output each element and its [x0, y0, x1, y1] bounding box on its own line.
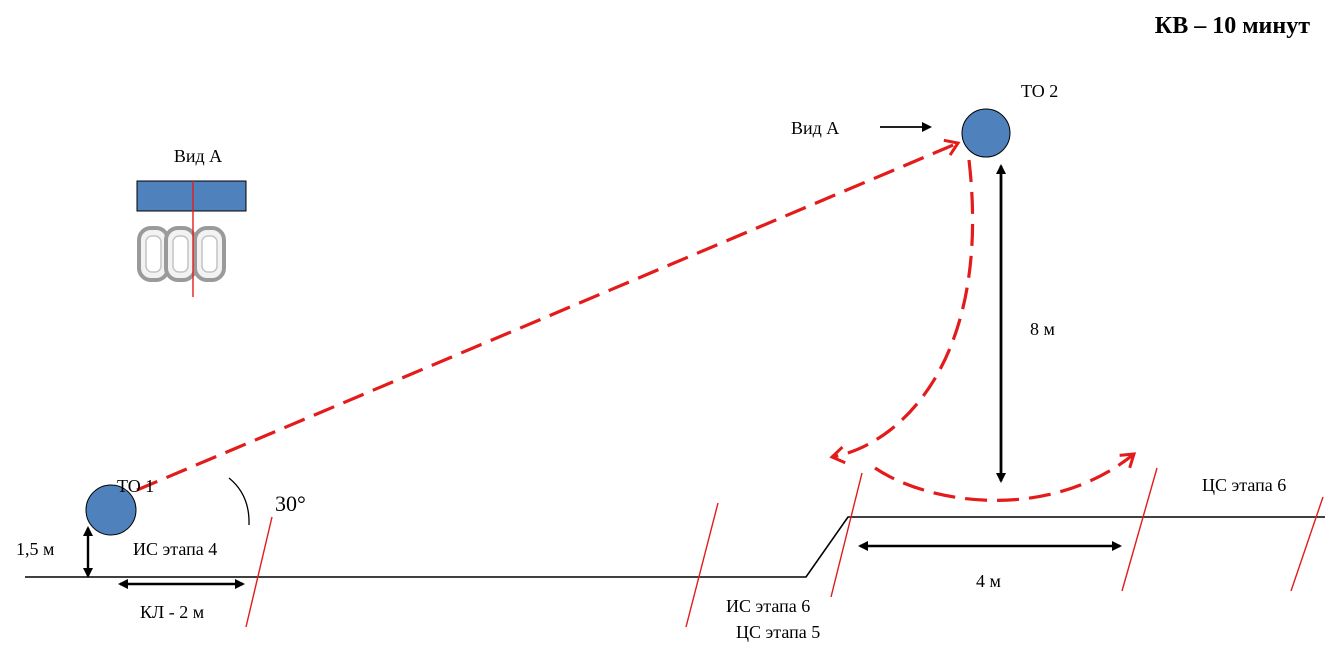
- kl-label: КЛ - 2 м: [140, 602, 204, 622]
- dist-4m-label: 4 м: [976, 571, 1001, 591]
- angle-label: 30°: [275, 491, 306, 516]
- page-title: КВ – 10 минут: [1155, 13, 1310, 39]
- cs-stage6-label: ЦС этапа 6: [1202, 475, 1286, 495]
- height-1-5m-label: 1,5 м: [16, 539, 54, 559]
- view-a-beam: [136, 180, 247, 212]
- carabiners-icon: [137, 226, 226, 282]
- traverse-rope: [136, 138, 961, 492]
- is-stage4-label: ИС этапа 4: [133, 539, 217, 559]
- boundary-is-stage6: [685, 502, 719, 628]
- to1-label: ТО 1: [117, 476, 154, 496]
- boundary-cs-stage6: [1290, 496, 1324, 592]
- angle-arc: [228, 477, 250, 526]
- boundary-stage6-end: [1121, 467, 1158, 592]
- height-8m-label: 8 м: [1030, 319, 1055, 339]
- to2-label: ТО 2: [1021, 81, 1058, 101]
- boundary-is-stage4: [245, 516, 273, 628]
- node-to2: [961, 108, 1011, 158]
- node-to1: [85, 484, 137, 536]
- pendulum-left-path: [829, 159, 975, 465]
- is-stage6-label: ИС этапа 6: [726, 596, 810, 616]
- view-a-top-label: Вид А: [174, 146, 222, 166]
- cs-stage5-label: ЦС этапа 5: [736, 622, 820, 642]
- view-a-arrow-label: Вид А: [791, 118, 839, 138]
- pendulum-swing-path: [874, 452, 1137, 502]
- boundary-stage6-start: [830, 472, 863, 598]
- ground-line: [25, 516, 1325, 578]
